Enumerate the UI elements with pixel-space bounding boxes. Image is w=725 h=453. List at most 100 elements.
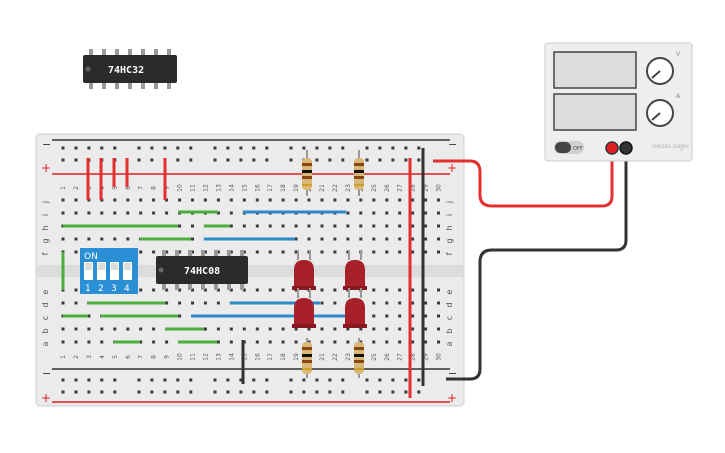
breadboard-hole[interactable] (341, 158, 345, 162)
breadboard-hole[interactable] (239, 158, 243, 162)
breadboard-hole[interactable] (252, 390, 256, 394)
breadboard-hole[interactable] (437, 237, 440, 241)
dip-toggle-1[interactable] (84, 262, 93, 280)
breadboard-hole[interactable] (87, 211, 91, 215)
breadboard-hole[interactable] (328, 158, 332, 162)
breadboard-hole[interactable] (398, 237, 402, 241)
breadboard-hole[interactable] (315, 146, 319, 150)
breadboard-hole[interactable] (152, 340, 156, 344)
breadboard-hole[interactable] (87, 237, 91, 241)
power-wire-black[interactable] (446, 148, 628, 381)
breadboard-hole[interactable] (281, 340, 285, 344)
breadboard-hole[interactable] (100, 211, 104, 215)
breadboard-hole[interactable] (176, 390, 180, 394)
breadboard-hole[interactable] (87, 314, 91, 318)
breadboard-holes[interactable] (61, 146, 441, 394)
led-red[interactable] (292, 250, 316, 290)
power-wire-red[interactable] (433, 148, 614, 208)
breadboard-hole[interactable] (87, 327, 91, 331)
breadboard-hole[interactable] (315, 158, 319, 162)
breadboard-hole[interactable] (242, 327, 246, 331)
breadboard-hole[interactable] (385, 340, 389, 344)
breadboard-hole[interactable] (229, 327, 233, 331)
breadboard-hole[interactable] (359, 340, 363, 344)
breadboard-hole[interactable] (359, 327, 363, 331)
breadboard-hole[interactable] (341, 390, 345, 394)
breadboard-hole[interactable] (113, 211, 117, 215)
breadboard-hole[interactable] (411, 198, 415, 202)
breadboard-hole[interactable] (320, 288, 324, 292)
breadboard-hole[interactable] (61, 158, 65, 162)
breadboard-hole[interactable] (126, 237, 130, 241)
breadboard-hole[interactable] (294, 224, 298, 228)
breadboard-hole[interactable] (165, 198, 169, 202)
resistors[interactable] (302, 150, 364, 378)
breadboard-hole[interactable] (346, 211, 350, 215)
power-supply[interactable]: V A OFF XMODEL SUPPLY ⚡ (544, 42, 693, 162)
breadboard-hole[interactable] (252, 378, 256, 382)
breadboard-hole[interactable] (165, 211, 169, 215)
breadboard-hole[interactable] (61, 146, 65, 150)
breadboard-hole[interactable] (152, 198, 156, 202)
breadboard-hole[interactable] (398, 301, 402, 305)
breadboard-hole[interactable] (417, 146, 421, 150)
breadboard-hole[interactable] (289, 390, 293, 394)
breadboard-hole[interactable] (229, 211, 233, 215)
breadboard-hole[interactable] (320, 224, 324, 228)
breadboard-hole[interactable] (398, 198, 402, 202)
breadboard-hole[interactable] (378, 146, 382, 150)
breadboard-hole[interactable] (281, 250, 285, 254)
breadboard-hole[interactable] (424, 250, 428, 254)
breadboard-hole[interactable] (137, 158, 141, 162)
breadboard-hole[interactable] (437, 250, 440, 254)
breadboard-hole[interactable] (165, 340, 169, 344)
breadboard-hole[interactable] (385, 237, 389, 241)
breadboard-hole[interactable] (61, 327, 65, 331)
breadboard-hole[interactable] (100, 378, 104, 382)
breadboard-hole[interactable] (74, 250, 78, 254)
breadboard-hole[interactable] (320, 250, 324, 254)
breadboard-hole[interactable] (229, 224, 233, 228)
breadboard-hole[interactable] (359, 211, 363, 215)
breadboard-hole[interactable] (178, 288, 182, 292)
breadboard-hole[interactable] (87, 390, 91, 394)
breadboard-hole[interactable] (281, 198, 285, 202)
breadboard-hole[interactable] (346, 237, 350, 241)
breadboard-hole[interactable] (152, 288, 156, 292)
breadboard-hole[interactable] (372, 224, 376, 228)
breadboard-hole[interactable] (137, 146, 141, 150)
dip-switch[interactable]: ON 1 2 3 4 (80, 248, 138, 294)
breadboard-hole[interactable] (333, 237, 337, 241)
breadboard-hole[interactable] (229, 288, 233, 292)
breadboard-hole[interactable] (378, 378, 382, 382)
breadboard-hole[interactable] (213, 378, 217, 382)
breadboard-hole[interactable] (398, 327, 402, 331)
breadboard-hole[interactable] (203, 301, 207, 305)
breadboard-hole[interactable] (87, 146, 91, 150)
breadboard-hole[interactable] (411, 224, 415, 228)
breadboard-hole[interactable] (255, 327, 259, 331)
breadboard-hole[interactable] (365, 390, 369, 394)
breadboard-hole[interactable] (437, 340, 440, 344)
chip-74hc08[interactable]: 74HC08 (156, 250, 248, 290)
breadboard-hole[interactable] (333, 250, 337, 254)
breadboard-hole[interactable] (333, 301, 337, 305)
breadboard-hole[interactable] (252, 146, 256, 150)
breadboard-hole[interactable] (424, 340, 428, 344)
breadboard-hole[interactable] (176, 378, 180, 382)
breadboard-hole[interactable] (365, 158, 369, 162)
breadboard-hole[interactable] (100, 237, 104, 241)
breadboard-hole[interactable] (385, 198, 389, 202)
breadboard-hole[interactable] (113, 390, 117, 394)
breadboard-hole[interactable] (424, 211, 428, 215)
breadboard-hole[interactable] (139, 340, 143, 344)
breadboard-hole[interactable] (328, 390, 332, 394)
breadboard-hole[interactable] (307, 198, 311, 202)
breadboard-hole[interactable] (74, 146, 78, 150)
breadboard-hole[interactable] (74, 301, 78, 305)
breadboard-hole[interactable] (113, 198, 117, 202)
breadboard-hole[interactable] (113, 378, 117, 382)
breadboard-hole[interactable] (150, 146, 154, 150)
breadboard-hole[interactable] (255, 288, 259, 292)
